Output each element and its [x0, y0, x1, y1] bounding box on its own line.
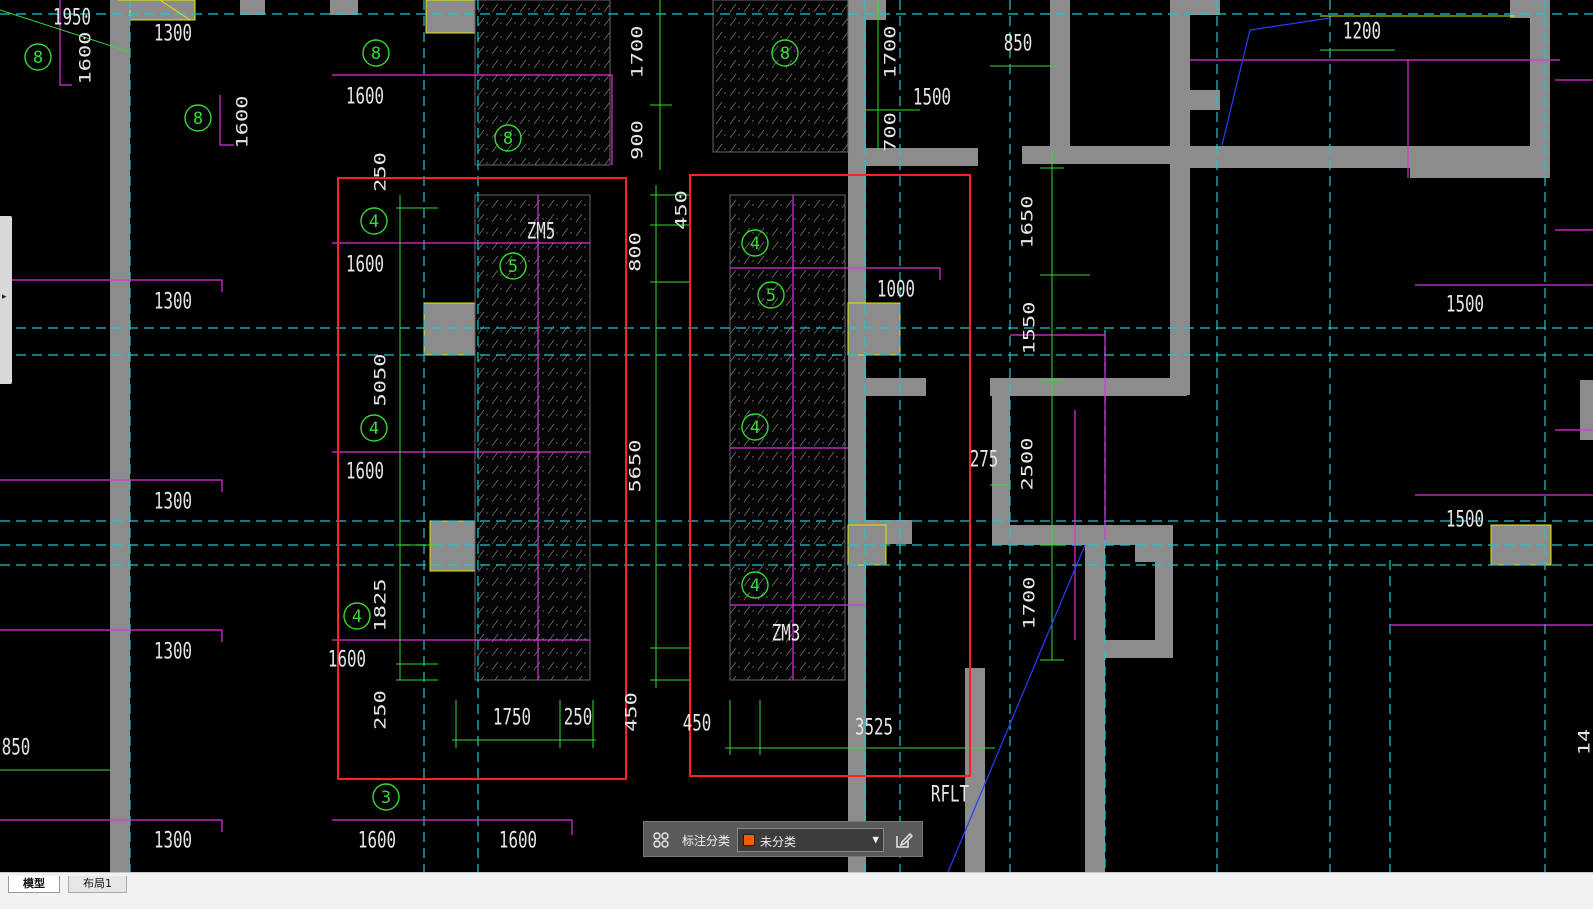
grid-bubble: 4: [360, 207, 388, 235]
grid-bubble-number: 8: [780, 44, 790, 64]
chevron-down-icon: ▼: [872, 833, 879, 846]
apps-grid-icon[interactable]: [652, 831, 670, 849]
dimension-label: 1600: [499, 827, 537, 853]
dimension-label: 2500: [1018, 438, 1037, 491]
layout-tab-bar: 模型 布局1: [0, 872, 1593, 909]
dimension-label: 1600: [233, 96, 252, 149]
dimension-label: 450: [622, 692, 641, 732]
annotation-category-toolbar: 标注分类 未分类 ▼: [643, 821, 923, 857]
dimension-label: 1000: [877, 276, 915, 302]
circle-label-layer: 8 8 8 8 8 4 5 4 5 4 4 4 4 3: [24, 39, 799, 811]
annotation-category-select[interactable]: 未分类 ▼: [737, 828, 884, 852]
dimension-label: ZM3: [772, 620, 801, 646]
dimension-label: 3525: [855, 714, 893, 740]
dimension-label: 850: [2, 734, 31, 760]
grid-bubble-number: 8: [193, 109, 203, 129]
dimension-label: RFLT: [931, 781, 970, 807]
dimension-label: 250: [564, 704, 593, 730]
grid-bubble-number: 4: [750, 576, 760, 596]
cad-model-canvas[interactable]: 8 8 8 8 8 4 5 4 5 4 4 4 4 3 1950 1300 1600 1600 1600 250 17…: [0, 0, 1593, 888]
dimension-label: 1300: [154, 827, 192, 853]
hatch-layer: [474, 0, 849, 681]
grid-bubble-number: 8: [33, 48, 43, 68]
grid-bubble: 8: [771, 39, 799, 67]
dimension-label: 900: [628, 120, 647, 160]
wall-layer: [110, 0, 1593, 872]
category-color-swatch: [743, 834, 755, 846]
grid-bubble-number: 4: [750, 234, 760, 254]
dimension-label: 1600: [76, 32, 95, 85]
edit-icon[interactable]: [894, 830, 914, 850]
grid-bubble-number: 8: [503, 129, 513, 149]
grid-bubble: 5: [499, 252, 527, 280]
dimension-label: 700: [881, 112, 900, 152]
dimension-label: 5050: [371, 354, 390, 407]
highlight-box-zm3: [689, 174, 971, 777]
grid-bubble: 5: [757, 281, 785, 309]
dimension-label: 1300: [154, 638, 192, 664]
axis-layer: [0, 0, 1593, 872]
dimension-label: 1600: [346, 251, 384, 277]
dimension-label: 14: [1575, 729, 1593, 755]
dimension-label: 5650: [626, 440, 645, 493]
dimension-label: 1550: [1020, 302, 1039, 355]
grid-bubble: 4: [741, 413, 769, 441]
expand-arrow-icon: ▸: [2, 292, 7, 302]
dimension-label: 1825: [371, 579, 390, 632]
highlight-layer: [337, 174, 971, 780]
dimension-label: 1600: [358, 827, 396, 853]
highlight-box-zm5: [337, 177, 627, 780]
misc-layer: [118, 0, 1515, 873]
tab-model[interactable]: 模型: [8, 876, 60, 893]
grid-bubble-number: 4: [750, 418, 760, 438]
dimension-label: 800: [626, 232, 645, 272]
grid-bubble: 8: [24, 43, 52, 71]
dimension-label: 1700: [881, 26, 900, 79]
grid-bubble-number: 4: [369, 212, 379, 232]
dimension-label: 1600: [346, 458, 384, 484]
grid-bubble-number: 4: [369, 419, 379, 439]
annotation-category-label: 标注分类: [682, 834, 731, 848]
dimension-label: 1600: [346, 83, 384, 109]
grid-bubble-number: 8: [371, 44, 381, 64]
dimension-label: 450: [683, 710, 712, 736]
dimension-label: 1200: [1343, 18, 1381, 44]
dimension-label: ZM5: [527, 218, 556, 244]
dimension-label: 275: [970, 446, 999, 472]
grid-bubble: 8: [494, 124, 522, 152]
dimension-label: 1300: [154, 288, 192, 314]
dimension-label: 1600: [328, 646, 366, 672]
dimension-label: 1950: [53, 4, 91, 30]
grid-bubble: 4: [360, 414, 388, 442]
dimension-label: 1300: [154, 488, 192, 514]
dimension-layer: [0, 0, 1395, 771]
dimension-label: 450: [672, 190, 691, 230]
grid-bubble: 8: [184, 104, 212, 132]
dimension-label: 1500: [1446, 291, 1484, 317]
dimension-label: 1700: [1020, 577, 1039, 630]
dimension-label: 250: [371, 690, 390, 730]
grid-bubble: 4: [343, 602, 371, 630]
side-panel-handle[interactable]: ▸: [0, 216, 12, 384]
annotation-category-value: 未分类: [760, 835, 797, 849]
grid-bubble-number: 5: [508, 257, 518, 277]
dimension-label: 1500: [913, 84, 951, 110]
annotation-layer: [0, 0, 1593, 835]
dimension-label: 1650: [1018, 196, 1037, 249]
grid-bubble-number: 3: [381, 788, 391, 808]
grid-bubble-number: 4: [352, 607, 362, 627]
dimension-text-layer: 195013001600160016002501700900450ZM51600…: [2, 4, 1593, 853]
grid-bubble-number: 5: [766, 286, 776, 306]
dimension-label: 1300: [154, 20, 192, 46]
grid-bubble: 4: [741, 229, 769, 257]
grid-bubble: 4: [741, 571, 769, 599]
grid-bubble: 3: [372, 783, 400, 811]
dimension-label: 1500: [1446, 506, 1484, 532]
dimension-label: 850: [1004, 30, 1033, 56]
dimension-label: 1700: [628, 26, 647, 79]
dimension-label: 1750: [493, 704, 531, 730]
dimension-label: 250: [371, 152, 390, 192]
tab-layout1[interactable]: 布局1: [68, 876, 127, 893]
grid-bubble: 8: [362, 39, 390, 67]
